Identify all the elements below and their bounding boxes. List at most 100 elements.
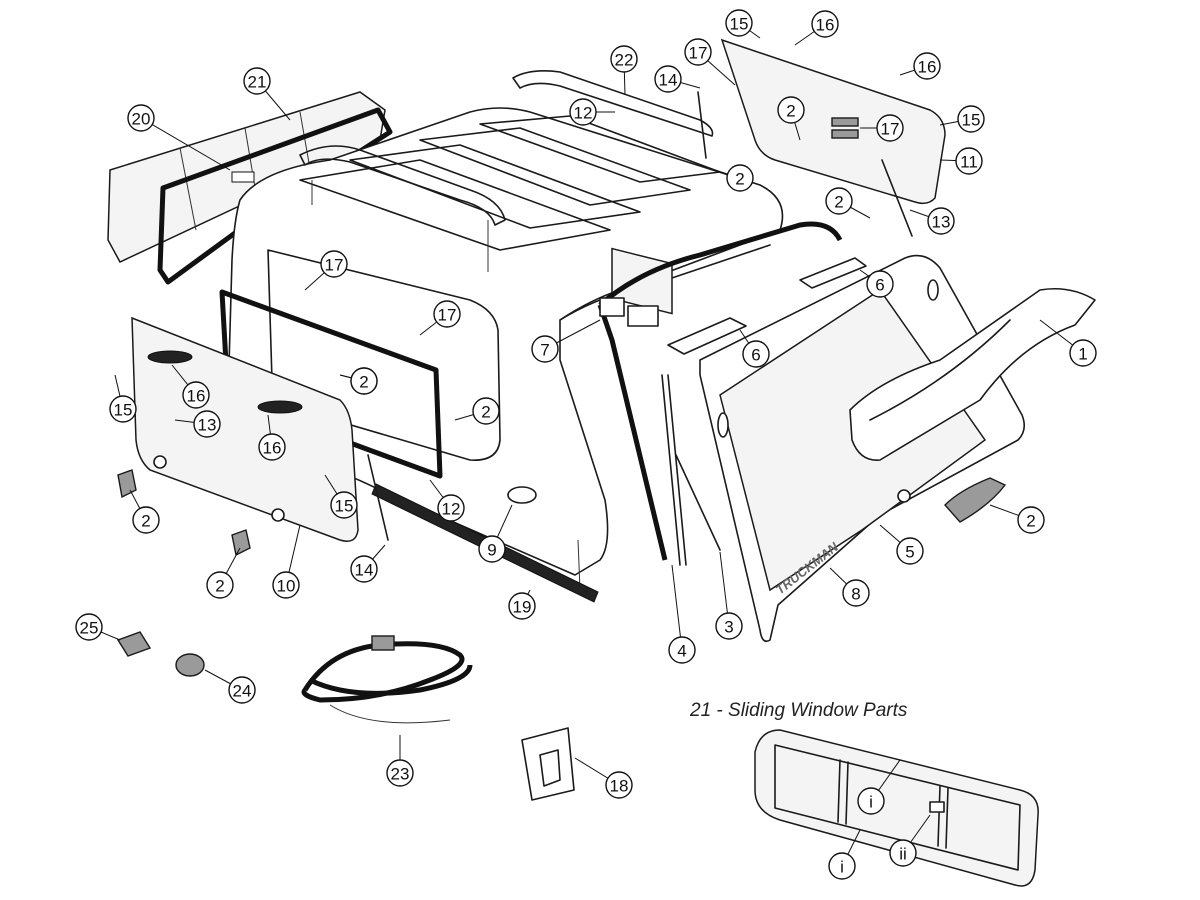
- callout-2: 2: [989, 504, 1045, 534]
- callout-label: 12: [442, 500, 461, 519]
- callout-circle: [876, 114, 904, 142]
- callout-circle: [109, 395, 137, 423]
- rear-seal-frame-part: [597, 221, 843, 561]
- callout-20: 20: [127, 104, 231, 171]
- callout-label: 17: [689, 44, 708, 63]
- callout-label: 22: [615, 51, 634, 70]
- callout-19: 19: [508, 589, 536, 620]
- callout-10: 10: [272, 524, 301, 599]
- callout-17: 17: [860, 114, 904, 142]
- callout-label: 2: [786, 102, 795, 121]
- callout-24: 24: [204, 669, 256, 704]
- callout-label: 14: [659, 71, 678, 90]
- callout-label: 18: [610, 777, 629, 796]
- callout-16: 16: [171, 364, 210, 409]
- callout-circle: [889, 839, 917, 867]
- callout-8: 8: [829, 567, 870, 607]
- callout-circle: [182, 381, 210, 409]
- callout-circle: [742, 340, 770, 368]
- callout-circle: [654, 65, 682, 93]
- callout-label: 6: [875, 276, 884, 295]
- callout-label: 19: [513, 598, 532, 617]
- callout-2: 2: [339, 367, 378, 395]
- callout-17: 17: [684, 38, 736, 86]
- callout-15: 15: [725, 9, 761, 39]
- handle-part: [117, 469, 1007, 557]
- callout-label: 10: [277, 577, 296, 596]
- callout-label: 2: [1026, 512, 1035, 531]
- connector-part: [116, 631, 205, 677]
- callout-circle: [350, 367, 378, 395]
- callout-label: 4: [677, 642, 686, 661]
- inset-title: 21 - Sliding Window Parts: [689, 700, 908, 721]
- callout-12: 12: [429, 479, 465, 522]
- callout-15: 15: [939, 105, 985, 133]
- callout-label: 2: [481, 403, 490, 422]
- callout-circle: [777, 96, 805, 124]
- callout-label: 2: [735, 170, 744, 189]
- callout-circle: [433, 300, 461, 328]
- strut-part: [367, 91, 913, 541]
- callout-label: 11: [960, 153, 978, 172]
- callout-6: 6: [739, 329, 770, 368]
- callout-7: 7: [531, 319, 601, 363]
- callout-circle: [350, 555, 378, 583]
- callout-circle: [896, 537, 924, 565]
- callout-17: 17: [304, 250, 348, 291]
- callout-9: 9: [478, 504, 513, 563]
- callout-circle: [828, 852, 856, 880]
- callout-16: 16: [258, 414, 286, 461]
- callout-circle: [330, 491, 358, 519]
- callout-circle: [320, 250, 348, 278]
- callout-label: 15: [335, 497, 354, 516]
- callout-circle: [1069, 339, 1097, 367]
- callout-23: 23: [386, 735, 414, 787]
- callout-label: 14: [355, 561, 374, 580]
- callout-label: 12: [574, 104, 593, 123]
- callout-3: 3: [715, 551, 743, 640]
- callout-label: 13: [198, 416, 217, 435]
- callout-15: 15: [324, 474, 358, 519]
- callout-leader-line: [140, 117, 231, 171]
- callout-label: 1: [1078, 345, 1087, 364]
- callout-label: ii: [899, 845, 907, 864]
- callout-circle: [127, 104, 155, 132]
- callout-2: 2: [129, 489, 160, 534]
- callout-2: 2: [206, 547, 241, 599]
- callout-label: 13: [932, 213, 951, 232]
- callout-25: 25: [75, 613, 121, 641]
- callout-leader-line: [671, 564, 683, 651]
- callout-circle: [684, 38, 712, 66]
- callout-label: 16: [918, 58, 937, 77]
- callout-circle: [386, 759, 414, 787]
- callout-circle: [508, 592, 536, 620]
- callout-label: 15: [730, 15, 749, 34]
- callout-circle: [913, 52, 941, 80]
- callout-circle: [478, 535, 506, 563]
- callout-circle: [569, 98, 597, 126]
- callout-15: 15: [109, 374, 137, 423]
- callout-label: 16: [816, 16, 835, 35]
- callout-circle: [726, 164, 754, 192]
- callout-1: 1: [1039, 319, 1097, 367]
- callout-circle: [531, 335, 559, 363]
- callout-circle: [825, 187, 853, 215]
- callout-circle: [605, 771, 633, 799]
- wiring-harness-part: [301, 635, 473, 724]
- hinge-part: [667, 257, 867, 355]
- callout-circle: [955, 147, 983, 175]
- callout-11: 11: [939, 147, 983, 175]
- callout-label: 2: [215, 577, 224, 596]
- callout-14: 14: [350, 544, 386, 583]
- callout-circle: [243, 67, 271, 95]
- callout-circle: [957, 105, 985, 133]
- callout-label: 8: [851, 585, 860, 604]
- callout-5: 5: [879, 524, 924, 565]
- callout-label: 6: [751, 346, 760, 365]
- callout-4: 4: [668, 564, 696, 664]
- callout-circle: [715, 612, 743, 640]
- callout-14: 14: [654, 65, 701, 93]
- sliding-window-inset: 21 - Sliding Window Parts: [689, 700, 1039, 887]
- callouts: 1222222222345667891011121213131414151515…: [75, 9, 1097, 880]
